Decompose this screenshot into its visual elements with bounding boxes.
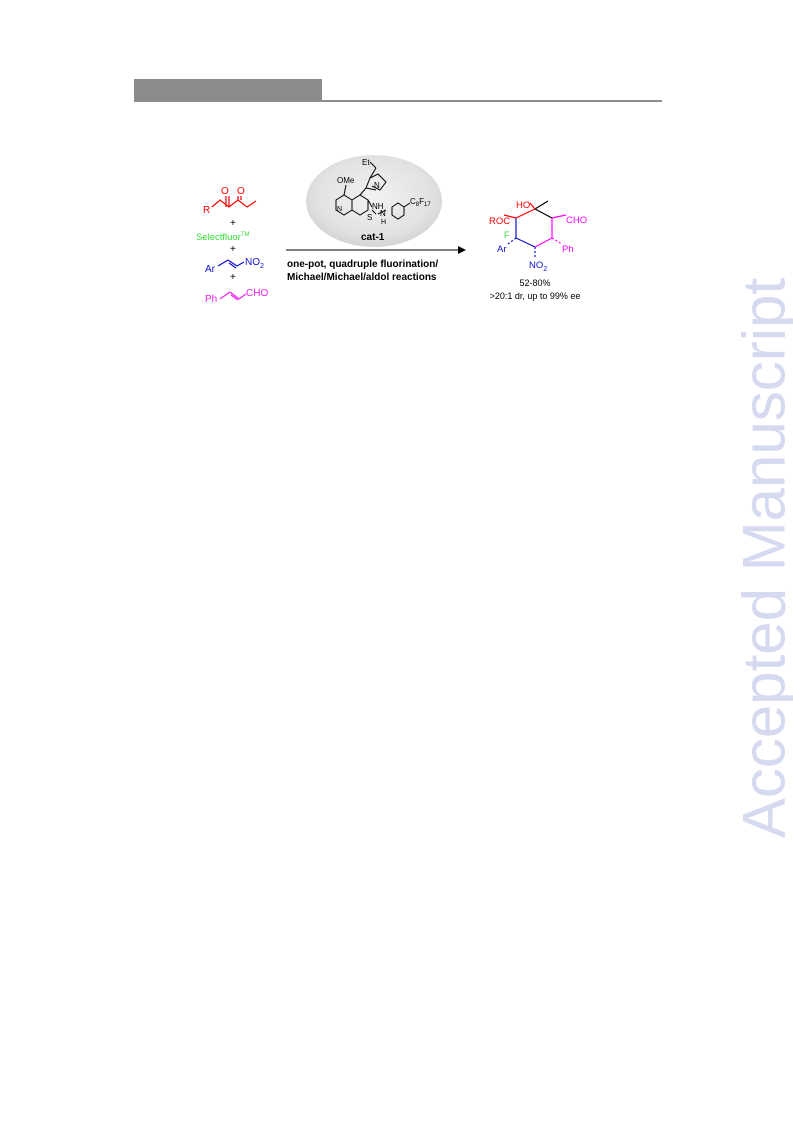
diketone-o2: O [237, 186, 245, 197]
conditions-line-2: Michael/Michael/aldol reactions [287, 272, 437, 283]
arrowhead [458, 246, 466, 254]
nitroalkene [217, 259, 245, 269]
product-roc: ROC [489, 216, 510, 227]
cat-h: H [381, 219, 386, 226]
product-ring [503, 200, 567, 257]
conditions-line-1: one-pot, quadruple fluorination/ [287, 259, 439, 270]
diketone-r: R [203, 205, 210, 216]
catalyst-ellipse [306, 155, 442, 247]
product-no2: NO2 [529, 260, 547, 273]
product-yield: 52-80% [519, 278, 551, 288]
header-bar [134, 79, 322, 102]
product-ar: Ar [497, 244, 507, 255]
nitroalkene-no2: NO2 [245, 257, 264, 270]
cat-n-quinuclidine: N [374, 181, 380, 190]
selectfluor-label: SelectfluorTM [196, 232, 250, 243]
cat-label: cat-1 [361, 232, 385, 243]
header-rule [322, 100, 662, 102]
cat-ome: OMe [337, 176, 355, 185]
product-ph: Ph [562, 244, 574, 255]
cat-s: S [367, 213, 372, 222]
cat-et: Et [362, 158, 370, 167]
cat-nh: NH [372, 202, 384, 211]
cat-n-aryl: N [380, 209, 386, 218]
catalyst-structure [335, 161, 411, 220]
plus-2: + [230, 244, 236, 255]
product-cho: CHO [566, 215, 587, 226]
product-ho: HO [516, 200, 530, 211]
cat-c8f17: C8F17 [410, 197, 431, 208]
product-selectivity: >20:1 dr, up to 99% ee [489, 291, 581, 301]
plus-3: + [230, 272, 236, 283]
cinnamaldehyde [219, 291, 247, 301]
product-f: F [504, 230, 510, 240]
cinnamaldehyde-cho: CHO [246, 288, 268, 299]
nitroalkene-ar: Ar [205, 264, 216, 275]
cat-n-quinoline: N [337, 206, 342, 213]
diketone-o1: O [221, 186, 229, 197]
diketone [211, 196, 257, 208]
plus-1: + [230, 218, 236, 229]
cinnamaldehyde-ph: Ph [205, 294, 217, 305]
